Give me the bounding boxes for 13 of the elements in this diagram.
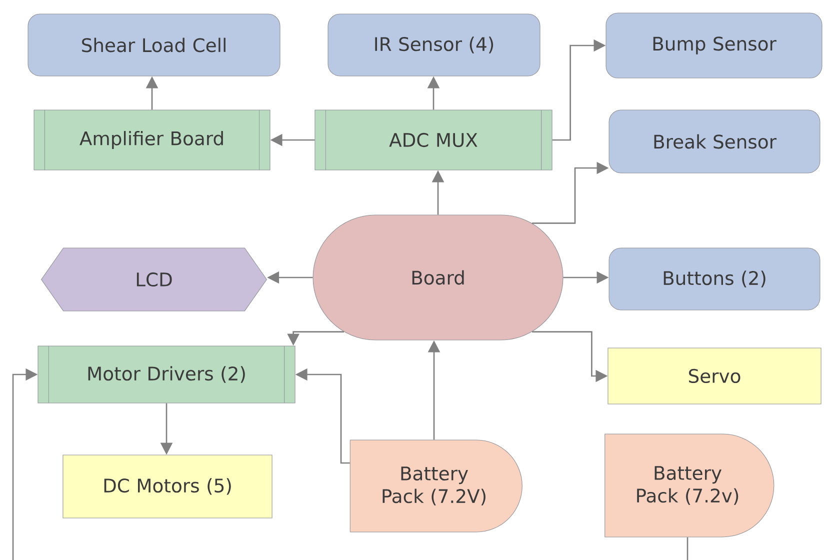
- sensor-box: Bump Sensor: [606, 12, 822, 78]
- connector-line: [686, 537, 688, 560]
- output-box: Servo: [608, 348, 822, 404]
- sensor-box: Break Sensor: [608, 110, 820, 174]
- process-box: Amplifier Board: [34, 110, 270, 170]
- display-hexagon: LCD: [40, 248, 268, 312]
- sensor-box: Buttons (2): [608, 248, 820, 310]
- process-box: Motor Drivers (2): [38, 346, 296, 404]
- board-terminal: Board: [312, 214, 564, 340]
- sensor-box: IR Sensor (4): [328, 14, 540, 76]
- process-box: ADC MUX: [314, 110, 552, 170]
- output-box: DC Motors (5): [62, 454, 272, 518]
- sensor-box: Shear Load Cell: [28, 14, 280, 76]
